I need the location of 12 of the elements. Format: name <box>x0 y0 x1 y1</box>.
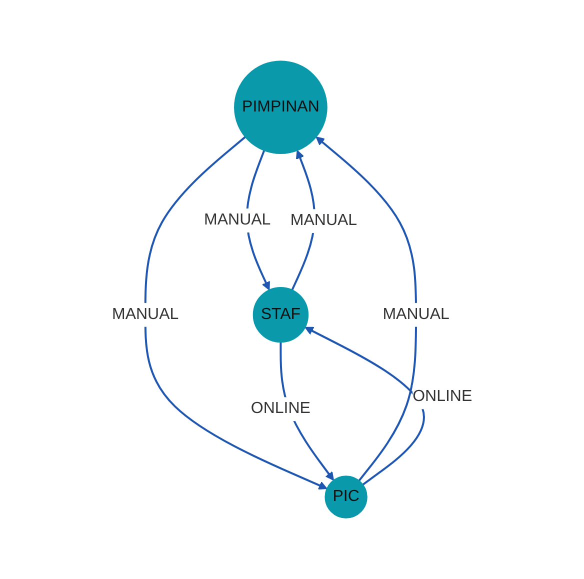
arrow <box>144 136 328 490</box>
node-circle: PIC <box>324 476 368 518</box>
edge-label: MANUAL <box>112 306 179 323</box>
edge-label: ONLINE <box>250 400 310 418</box>
edge-label: MANUAL <box>382 306 450 323</box>
edge-label: MANUAL <box>290 212 357 230</box>
node-circle: PIMPINAN <box>234 60 328 154</box>
node-circle: STAF <box>252 286 308 343</box>
arrow <box>304 326 425 486</box>
arrow <box>316 136 417 482</box>
edge-label: MANUAL <box>204 211 271 228</box>
edge-label: ONLINE <box>412 388 472 406</box>
